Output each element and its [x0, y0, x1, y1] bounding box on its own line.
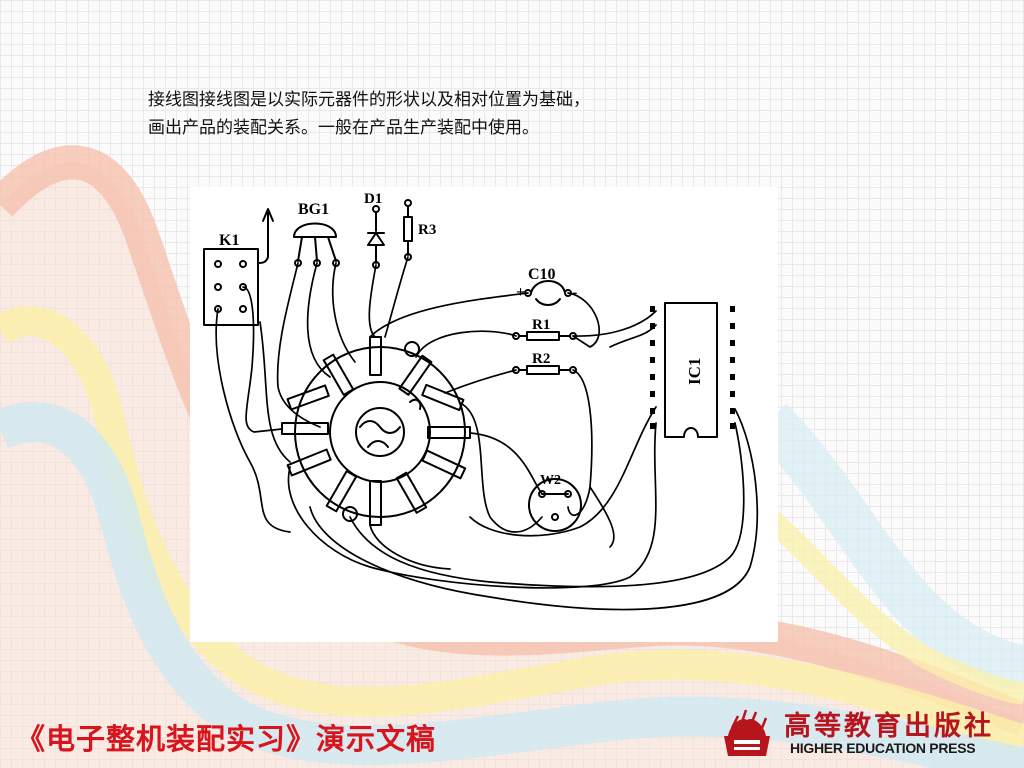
wiring-diagram: K1 BG1 D1 R3 C10 + - R1 R2 IC1 W2	[190, 187, 778, 642]
publisher-branding: 高等教育出版社 HIGHER EDUCATION PRESS	[718, 704, 1008, 762]
publisher-logo-icon	[724, 709, 770, 756]
r2-resistor	[512, 365, 577, 375]
body-line-1: 接线图接线图是以实际元器件的形状以及相对位置为基础，	[148, 90, 590, 110]
wiring-lines	[215, 256, 759, 611]
label-c10-plus: +	[516, 284, 525, 301]
ic1-chip	[664, 302, 718, 438]
body-line-2: 画出产品的装配关系。一般在产品生产装配中使用。	[148, 118, 539, 138]
ic1-pins	[650, 306, 735, 429]
publisher-name-cn: 高等教育出版社	[784, 711, 994, 742]
r3-resistor	[403, 199, 413, 261]
label-r3: R3	[418, 222, 436, 238]
label-w2: W2	[540, 473, 561, 488]
c10-capacitor	[524, 280, 572, 306]
label-r1: R1	[532, 317, 550, 333]
r1-resistor	[512, 331, 577, 341]
wiring-diagram-svg: K1 BG1 D1 R3 C10 + - R1 R2 IC1 W2	[203, 191, 759, 611]
d1-diode	[367, 205, 385, 269]
k1-switch	[203, 208, 274, 326]
footer-title: 《电子整机装配实习》演示文稿	[16, 722, 437, 756]
label-ic1: IC1	[685, 358, 704, 385]
label-k1: K1	[219, 232, 239, 249]
bg1-transistor	[293, 222, 340, 267]
label-bg1: BG1	[298, 201, 329, 218]
label-c10: C10	[528, 266, 556, 283]
board-components	[281, 336, 471, 526]
label-r2: R2	[532, 351, 550, 367]
label-c10-minus: -	[572, 284, 577, 301]
label-d1: D1	[364, 191, 382, 207]
body-text: 接线图接线图是以实际元器件的形状以及相对位置为基础， 画出产品的装配关系。一般在…	[148, 86, 848, 142]
w2-potentiometer	[528, 478, 582, 532]
publisher-name-en: HIGHER EDUCATION PRESS	[790, 740, 976, 756]
